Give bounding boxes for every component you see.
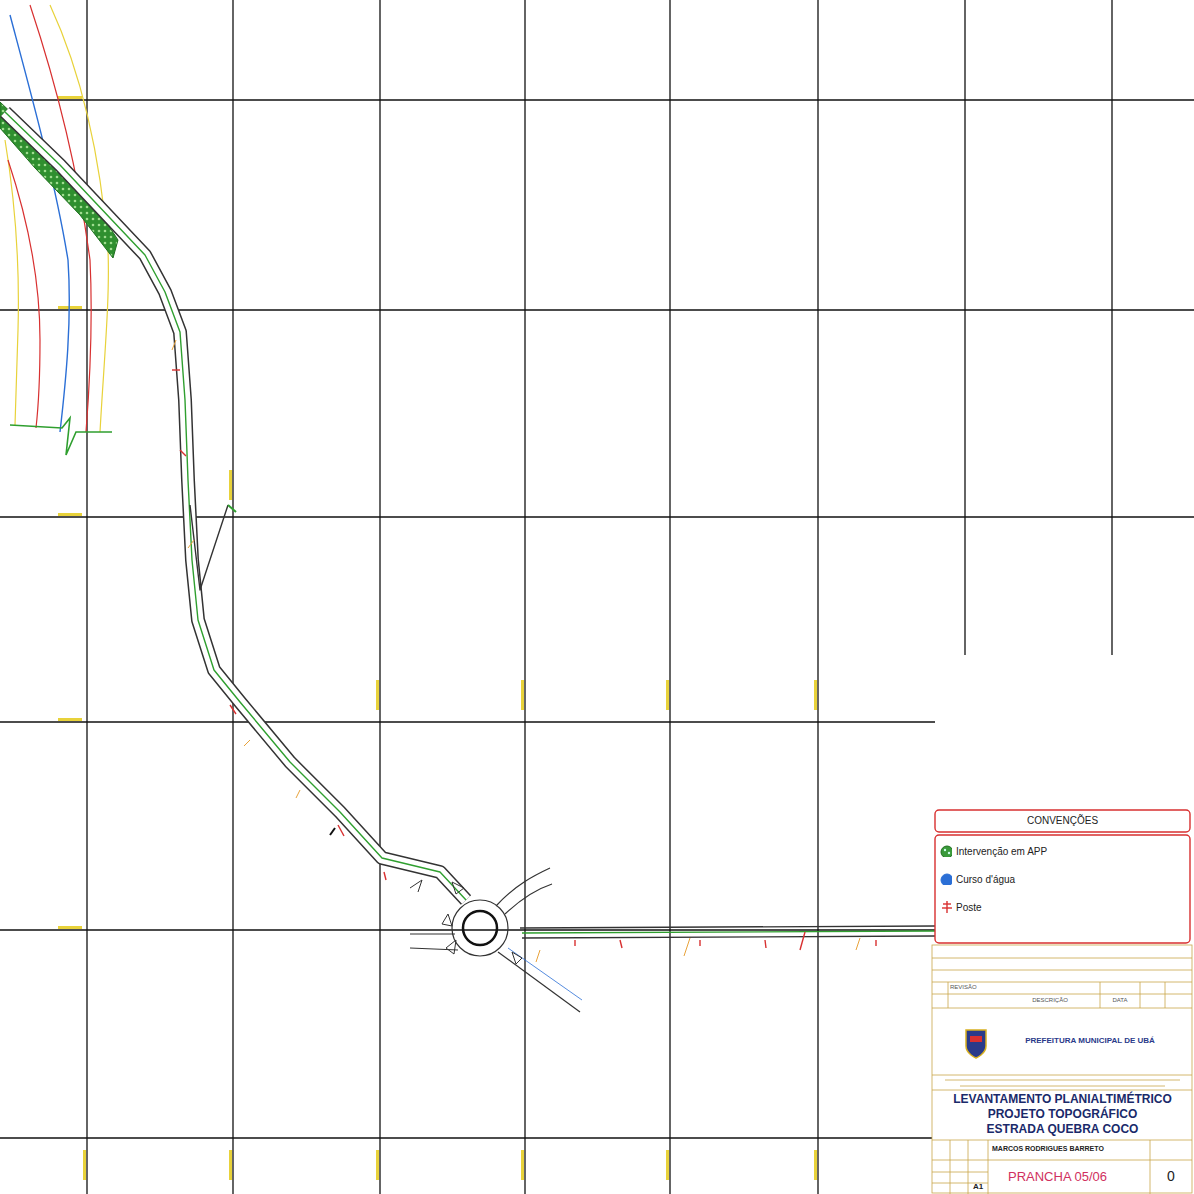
- legend-text: Poste: [956, 902, 982, 913]
- table-cell: REVISÃO: [950, 984, 1010, 991]
- survey-ticks: [172, 340, 860, 962]
- legend-text: Intervenção em APP: [956, 846, 1047, 857]
- pole-symbol: [940, 901, 952, 913]
- authority-name: PREFEITURA MUNICIPAL DE UBÁ: [995, 1036, 1185, 1045]
- sheet-size: A1: [969, 1182, 987, 1191]
- legend-swatch: [940, 873, 952, 885]
- table-header: DATA: [1102, 997, 1138, 1004]
- legend-frame: [935, 810, 1190, 943]
- legend-entry: Curso d'água: [940, 873, 1015, 885]
- grid-ticks: [58, 96, 817, 1180]
- drawing-title: ESTRADA QUEBRA COCO: [935, 1123, 1190, 1137]
- legend-entry: Poste: [940, 901, 982, 913]
- revision-number: 0: [1152, 1168, 1190, 1184]
- fine-print: [945, 1080, 1180, 1086]
- municipal-crest: [966, 1030, 986, 1058]
- legend-title: CONVENÇÕES: [935, 815, 1190, 827]
- author-name: MARCOS RODRIGUES BARRETO: [992, 1145, 1142, 1153]
- table-header: DESCRIÇÃO: [1010, 997, 1090, 1004]
- legend-swatch: [940, 845, 952, 857]
- sheet-number: PRANCHA 05/06: [1008, 1170, 1148, 1185]
- legend-entry: Intervenção em APP: [940, 845, 1047, 857]
- drawing-title: LEVANTAMENTO PLANIALTIMÉTRICO: [935, 1093, 1190, 1107]
- legend-text: Curso d'água: [956, 874, 1015, 885]
- pole-marks: [172, 370, 876, 950]
- drawing-title: PROJETO TOPOGRÁFICO: [935, 1108, 1190, 1122]
- road: [5, 112, 935, 1012]
- title-block: [932, 945, 1192, 1194]
